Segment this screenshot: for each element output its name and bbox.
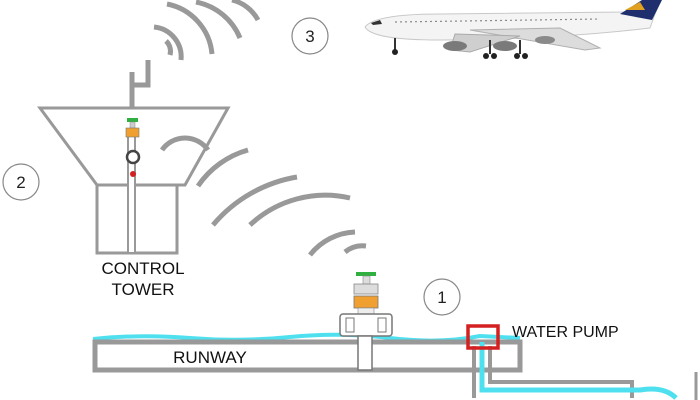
control-tower bbox=[37, 60, 231, 255]
marker-3: 3 bbox=[291, 17, 329, 55]
level-sensor-icon bbox=[339, 272, 393, 371]
control-tower-label-line1: CONTROL bbox=[101, 259, 184, 278]
marker-2: 2 bbox=[2, 163, 40, 201]
wireless-waves-tower bbox=[159, 135, 211, 152]
wireless-waves-upper bbox=[153, 0, 261, 61]
control-tower-label-line2: TOWER bbox=[112, 280, 175, 299]
sensor-green-cap-icon bbox=[127, 118, 138, 122]
marker-3-label: 3 bbox=[305, 27, 314, 46]
water-pipe bbox=[472, 342, 698, 400]
marker-1-label: 1 bbox=[437, 288, 446, 307]
wireless-waves-middle bbox=[195, 147, 367, 257]
water-pump-icon bbox=[466, 324, 500, 350]
sensor-indicator-icon bbox=[130, 171, 136, 177]
airplane-icon bbox=[364, 0, 662, 59]
sensor-float-icon bbox=[125, 149, 141, 165]
sensor-orange-body-icon bbox=[125, 127, 140, 138]
marker-2-label: 2 bbox=[16, 173, 25, 192]
water-pump-label: WATER PUMP bbox=[512, 324, 619, 341]
runway bbox=[92, 332, 523, 373]
marker-1: 1 bbox=[423, 278, 461, 316]
runway-label: RUNWAY bbox=[173, 348, 247, 367]
